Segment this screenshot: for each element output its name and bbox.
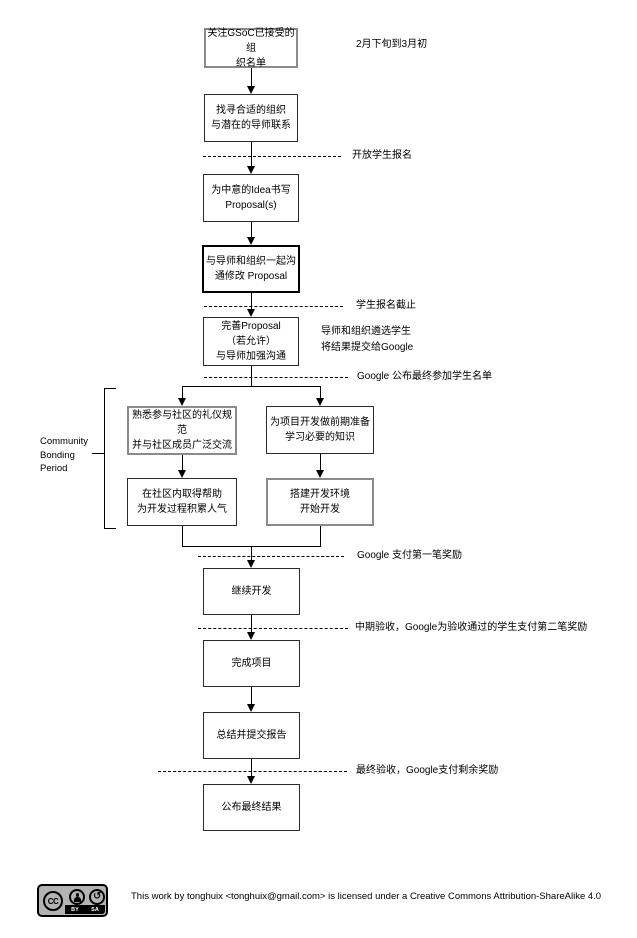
connector-line (182, 386, 321, 387)
connector-line (320, 454, 321, 471)
arrow-down-icon (247, 704, 255, 712)
arrow-down-icon (247, 776, 255, 784)
connector-line (251, 222, 252, 238)
flow-node-community-etiquette: 熟悉参与社区的礼仪规范 并与社区成员广泛交流 (127, 406, 237, 455)
arrow-down-icon (247, 632, 255, 640)
milestone-dashed-line (204, 306, 343, 307)
cc-by-sa-badge: CC ↻ BY SA (37, 884, 108, 917)
sa-arrow-icon: ↻ (89, 889, 105, 905)
milestone-label-first-payment: Google 支付第一笔奖励 (357, 550, 463, 561)
connector-line (320, 526, 321, 546)
badge-strip: BY SA (65, 905, 105, 914)
arrow-down-icon (316, 470, 324, 478)
connector-line (251, 366, 252, 386)
flow-node-finish-project: 完成项目 (203, 640, 300, 687)
milestone-dashed-line (158, 771, 347, 772)
connector-line (251, 293, 252, 310)
arrow-down-icon (247, 86, 255, 94)
milestone-dashed-line (203, 156, 341, 157)
connector-line (251, 759, 252, 777)
connector-line (251, 68, 252, 87)
arrow-down-icon (247, 237, 255, 245)
license-text: This work by tonghuix <tonghuix@gmail.co… (131, 891, 602, 902)
connector-line (182, 455, 183, 471)
bracket-line (104, 388, 105, 528)
milestone-label-announce-students: Google 公布最终参加学生名单 (357, 371, 493, 382)
flow-node-refine-proposal: 完善Proposal （若允许） 与导师加强沟通 (203, 317, 299, 366)
connector-line (251, 615, 252, 633)
flow-node-prepare-dev: 为项目开发做前期准备 学习必要的知识 (266, 406, 374, 454)
arrow-down-icon (247, 560, 255, 568)
connector-line (251, 687, 252, 705)
connector-line (182, 526, 183, 546)
connector-line (251, 546, 252, 561)
milestone-label-signup-deadline: 学生报名截止 (356, 300, 416, 311)
annotation-community-bonding-period: Community Bonding Period (40, 436, 89, 474)
milestone-dashed-line (198, 628, 348, 629)
milestone-dashed-line (204, 377, 348, 378)
bracket-line (92, 453, 104, 454)
flow-node-setup-env: 搭建开发环境 开始开发 (266, 478, 374, 526)
milestone-label-final-payment: 最终验收，Google支付剩余奖励 (356, 765, 499, 776)
badge-sa-label: SA (91, 906, 99, 913)
arrow-down-icon (247, 309, 255, 317)
flow-node-write-proposal: 为中意的Idea书写 Proposal(s) (203, 174, 299, 222)
bracket-line (104, 528, 116, 529)
arrow-down-icon (316, 398, 324, 406)
milestone-label-midterm: 中期验收，Google为验收通过的学生支付第二笔奖励 (355, 622, 588, 633)
flow-node-find-org: 找寻合适的组织 与潜在的导师联系 (204, 94, 298, 142)
flow-node-watch-org-list: 关注GSoC已接受的组 织名单 (204, 28, 298, 69)
annotation-timeline: 2月下旬到3月初 (356, 39, 428, 50)
connector-line (182, 386, 183, 399)
cc-icon: CC (43, 891, 63, 911)
bracket-line (104, 388, 116, 389)
badge-by-label: BY (71, 906, 79, 913)
by-person-icon (69, 889, 85, 905)
arrow-down-icon (247, 166, 255, 174)
flow-node-revise-proposal: 与导师和组织一起沟 通修改 Proposal (202, 245, 300, 293)
milestone-label-open-signup: 开放学生报名 (352, 150, 412, 161)
annotation-selection: 导师和组织遴选学生 将结果提交给Google (321, 326, 414, 353)
flow-node-announce-results: 公布最终结果 (203, 784, 300, 831)
arrow-down-icon (178, 470, 186, 478)
flow-node-continue-dev: 继续开发 (203, 568, 300, 615)
connector-line (320, 386, 321, 399)
connector-line (251, 142, 252, 167)
flow-node-get-help: 在社区内取得帮助 为开发过程积累人气 (127, 478, 237, 526)
milestone-dashed-line (198, 556, 344, 557)
arrow-down-icon (178, 398, 186, 406)
flow-node-submit-report: 总结并提交报告 (203, 712, 300, 759)
